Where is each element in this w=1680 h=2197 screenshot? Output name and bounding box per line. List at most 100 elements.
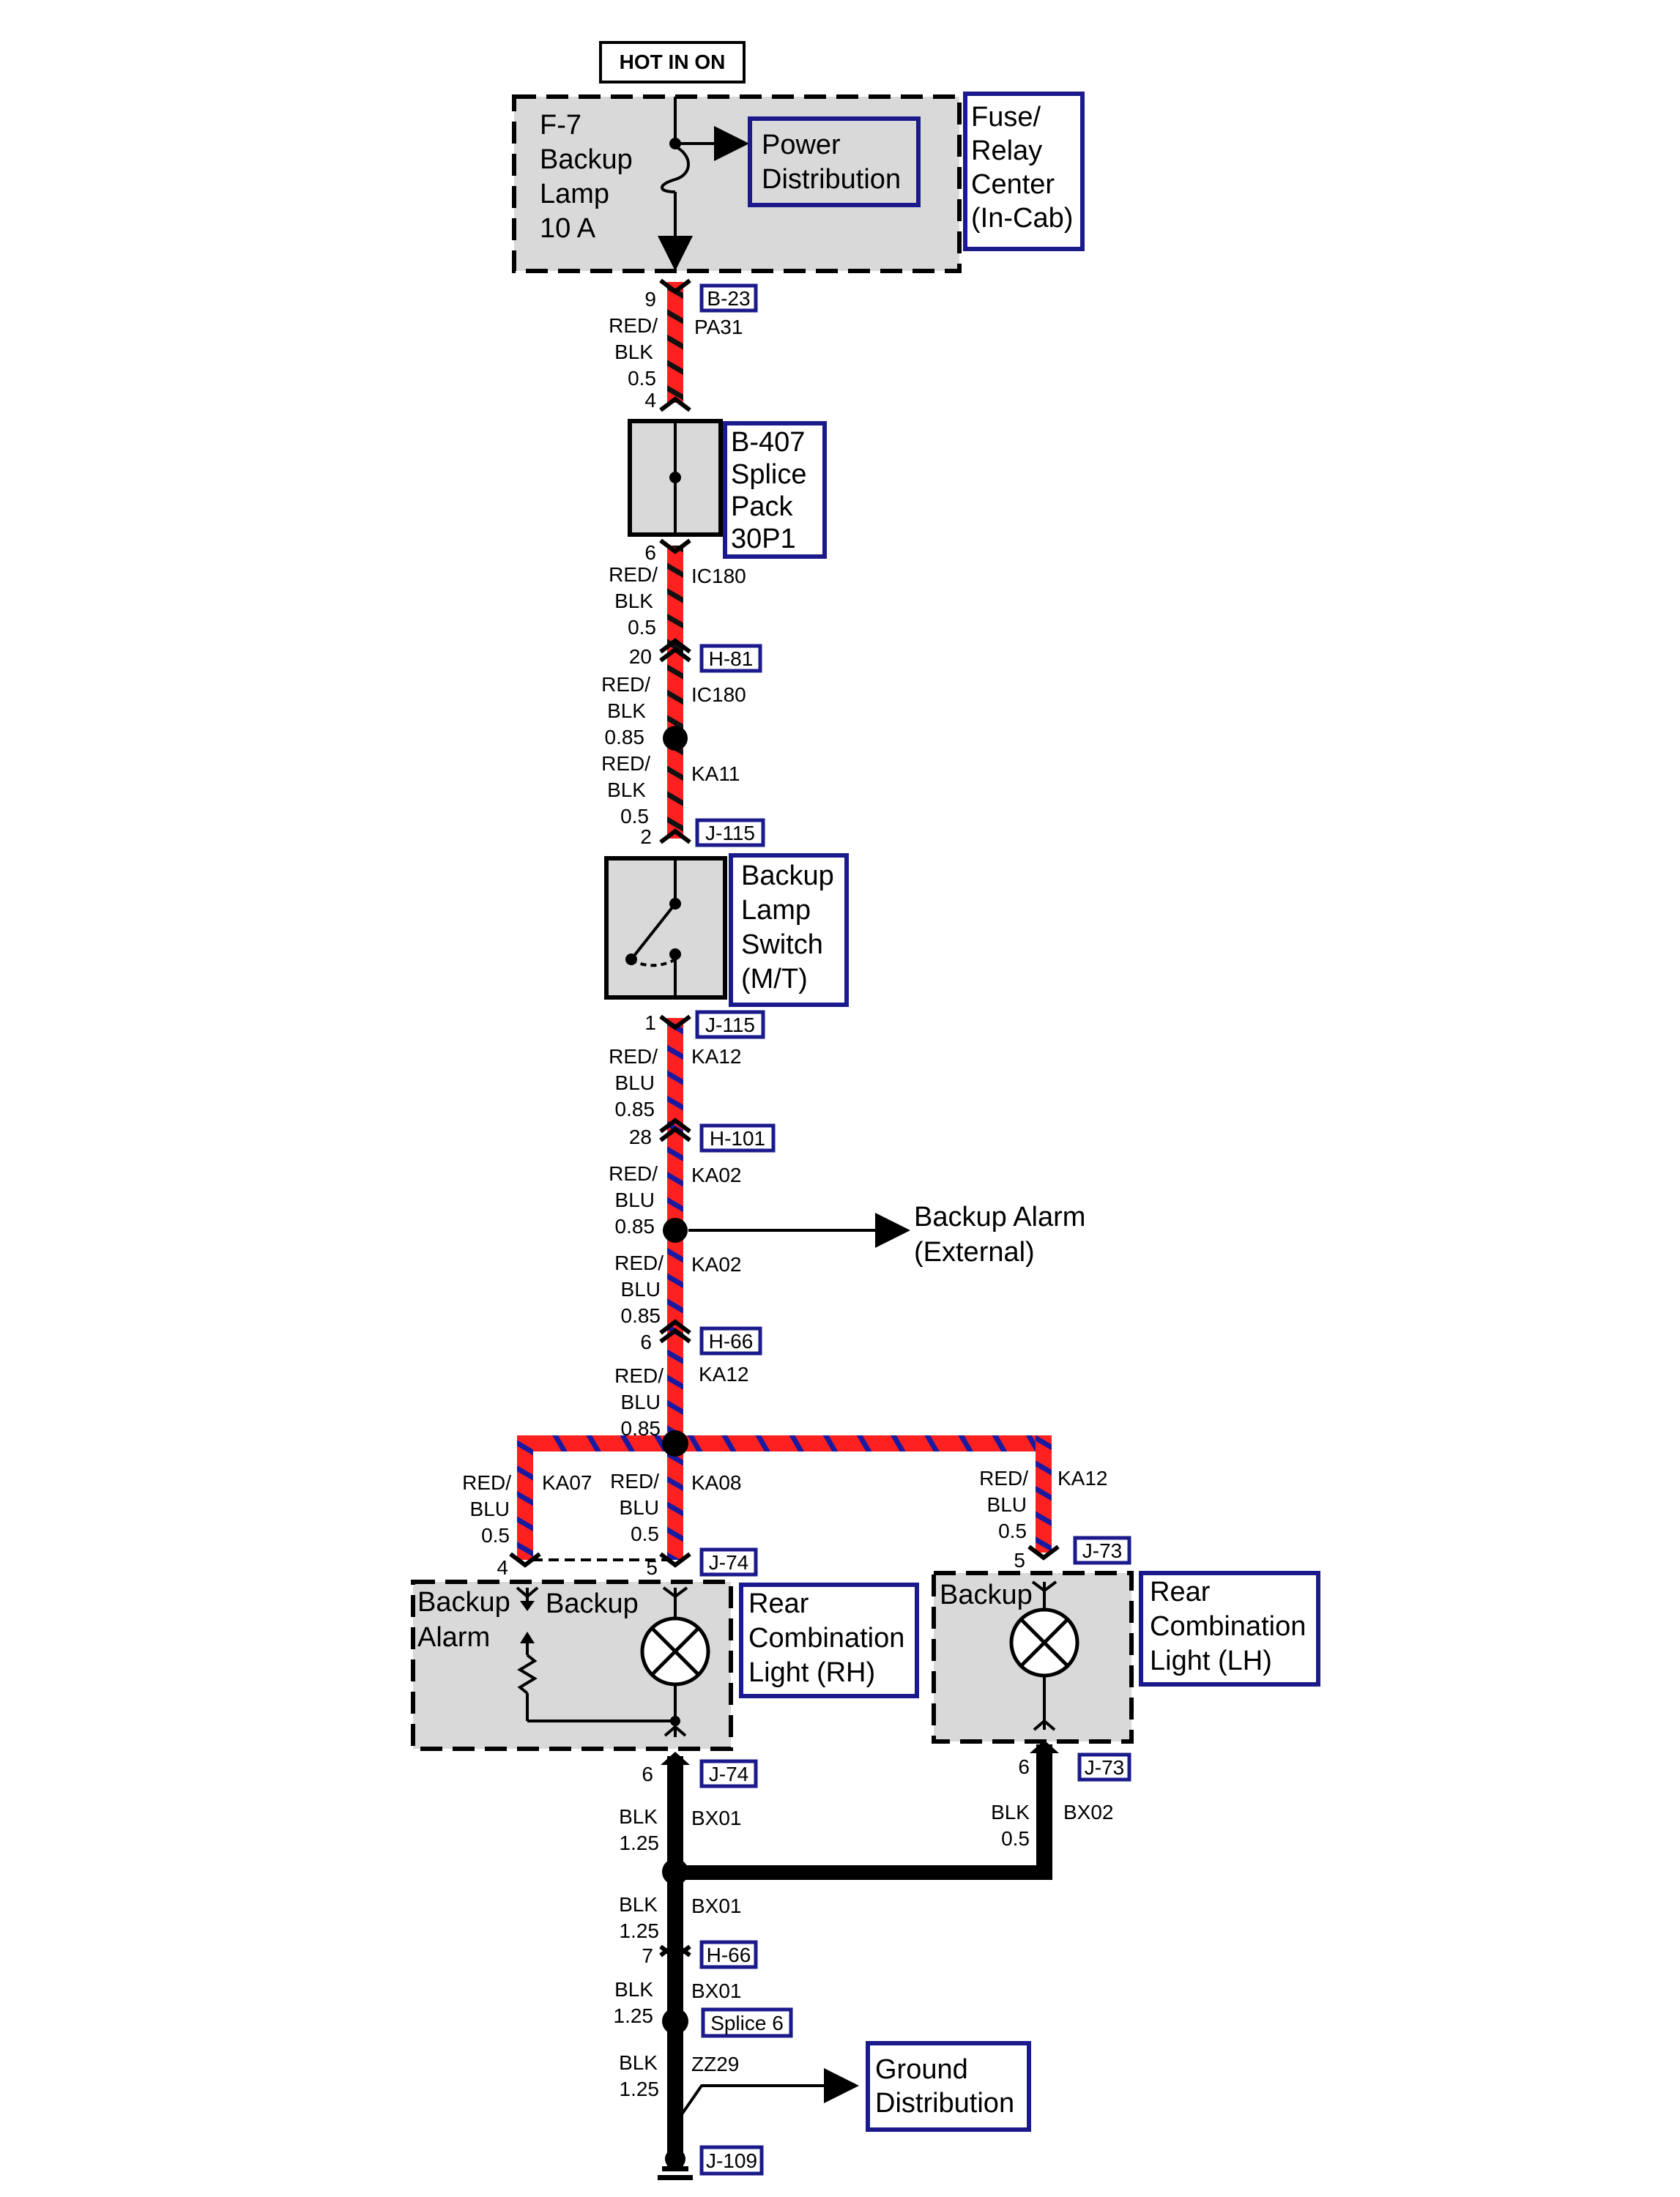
svg-text:RED/: RED/ [609,1045,658,1068]
svg-text:RED/: RED/ [462,1471,511,1494]
connector-h81: H-81 [699,644,762,673]
svg-text:RED/: RED/ [610,1470,659,1492]
svg-text:Light (LH): Light (LH) [1150,1646,1272,1676]
splice-node-ka02 [663,1218,688,1243]
wire-bx01 [667,1756,683,2166]
svg-text:BLK: BLK [607,778,646,801]
svg-text:BLU: BLU [615,1071,655,1094]
svg-text:7: 7 [642,1944,653,1967]
svg-text:RED/: RED/ [979,1467,1028,1490]
svg-text:0.5: 0.5 [998,1520,1027,1542]
svg-text:Ground: Ground [875,2054,968,2085]
splice-pack-component [628,419,723,537]
svg-text:Power: Power [762,130,841,160]
wire-labels: RED/ BLK 0.5 PA31 RED/ BLK 0.5 IC180 RED… [462,314,1113,2100]
connector-symbols [659,278,691,1344]
backup-alarm-external-text: Backup Alarm [914,1202,1085,1233]
svg-text:BLU: BLU [621,1391,661,1413]
svg-text:H-101: H-101 [710,1127,765,1150]
connector-splice6: Splice 6 [701,2007,793,2038]
connector-j73-top: J-73 [1073,1536,1131,1565]
svg-text:BX01: BX01 [691,1807,742,1829]
svg-text:Lamp: Lamp [741,895,811,926]
connector-j115-top: J-115 [695,818,765,847]
svg-text:Relay: Relay [971,135,1042,166]
svg-text:RED/: RED/ [601,673,650,696]
svg-text:0.5: 0.5 [628,616,656,639]
svg-text:2: 2 [640,825,652,848]
svg-text:6: 6 [642,1763,653,1785]
svg-text:BLU: BLU [620,1496,659,1519]
svg-text:B-23: B-23 [707,287,750,310]
ground-distribution-box: Ground Distribution [866,2041,1031,2132]
svg-text:B-407: B-407 [731,427,805,458]
svg-text:IC180: IC180 [691,683,746,706]
svg-text:Pack: Pack [731,491,793,522]
svg-text:BLU: BLU [615,1189,655,1211]
svg-text:Splice 6: Splice 6 [710,2012,784,2034]
svg-text:6: 6 [1018,1755,1030,1778]
svg-text:BX01: BX01 [691,1895,742,1917]
wire-ka07 [517,1435,533,1560]
svg-text:10 A: 10 A [540,213,596,244]
svg-text:J-74: J-74 [709,1551,748,1574]
svg-text:0.85: 0.85 [615,1098,655,1120]
svg-text:BLK: BLK [991,1801,1030,1824]
svg-text:J-73: J-73 [1085,1756,1124,1779]
rear-combination-lh-component: Backup [932,1571,1134,1744]
svg-text:J-115: J-115 [705,822,755,844]
svg-text:RED/: RED/ [609,563,658,586]
fuse-icon [661,145,690,193]
svg-text:4: 4 [644,389,656,412]
rear-combination-rh-component: Backup Alarm Backup [411,1580,733,1751]
ground-icon [658,2149,693,2180]
svg-text:Backup: Backup [540,144,633,175]
svg-text:0.85: 0.85 [605,726,645,748]
svg-text:F-7: F-7 [540,110,581,141]
svg-text:KA12: KA12 [1058,1467,1108,1490]
power-distribution-box: Power Distribution [748,116,921,207]
svg-text:(External): (External) [914,1237,1035,1268]
svg-text:RED/: RED/ [614,1252,664,1274]
connector-b23: B-23 [699,283,758,313]
svg-text:4: 4 [497,1556,508,1579]
svg-text:H-81: H-81 [709,647,754,670]
svg-text:1.25: 1.25 [620,2078,660,2100]
svg-text:KA02: KA02 [691,1164,742,1186]
backup-lamp-switch-component [604,856,727,1000]
svg-text:1.25: 1.25 [620,1919,660,1942]
svg-text:RED/: RED/ [614,1364,664,1387]
rear-combination-lh-label: Rear Combination Light (LH) [1139,1571,1320,1687]
svg-text:6: 6 [640,1331,652,1353]
svg-text:0.85: 0.85 [615,1215,655,1238]
svg-text:BLK: BLK [619,2051,658,2074]
splice-node-branch [662,1430,688,1457]
svg-text:0.85: 0.85 [621,1417,661,1440]
wire-ka08 [667,1443,683,1560]
svg-text:1.25: 1.25 [614,2004,654,2027]
svg-text:Backup: Backup [417,1587,510,1618]
svg-text:BX02: BX02 [1063,1801,1114,1824]
svg-text:BLK: BLK [614,341,653,363]
svg-text:KA07: KA07 [542,1471,592,1494]
splice-pack-label: B-407 Splice Pack 30P1 [723,421,827,559]
svg-text:BLK: BLK [619,1893,658,1916]
svg-text:Distribution: Distribution [762,164,901,195]
svg-text:Splice: Splice [731,459,807,490]
connector-j73-bottom: J-73 [1077,1752,1131,1782]
svg-text:KA12: KA12 [691,1045,742,1068]
svg-text:Center: Center [971,169,1055,200]
connector-h101: H-101 [699,1123,776,1153]
svg-text:KA11: KA11 [691,762,740,785]
wire-ka12-lh [1036,1435,1052,1553]
wire-branch-horizontal [517,1435,1052,1451]
wire-pa31 [667,282,683,403]
svg-text:0.5: 0.5 [481,1524,510,1547]
svg-text:BLK: BLK [614,590,653,612]
svg-text:RED/: RED/ [609,314,658,337]
splice-node-ka11 [663,726,688,751]
connector-h66-top: H-66 [699,1326,762,1356]
svg-text:BLK: BLK [614,1978,653,2001]
splice-6-node [662,2008,688,2034]
svg-text:0.5: 0.5 [620,805,649,828]
